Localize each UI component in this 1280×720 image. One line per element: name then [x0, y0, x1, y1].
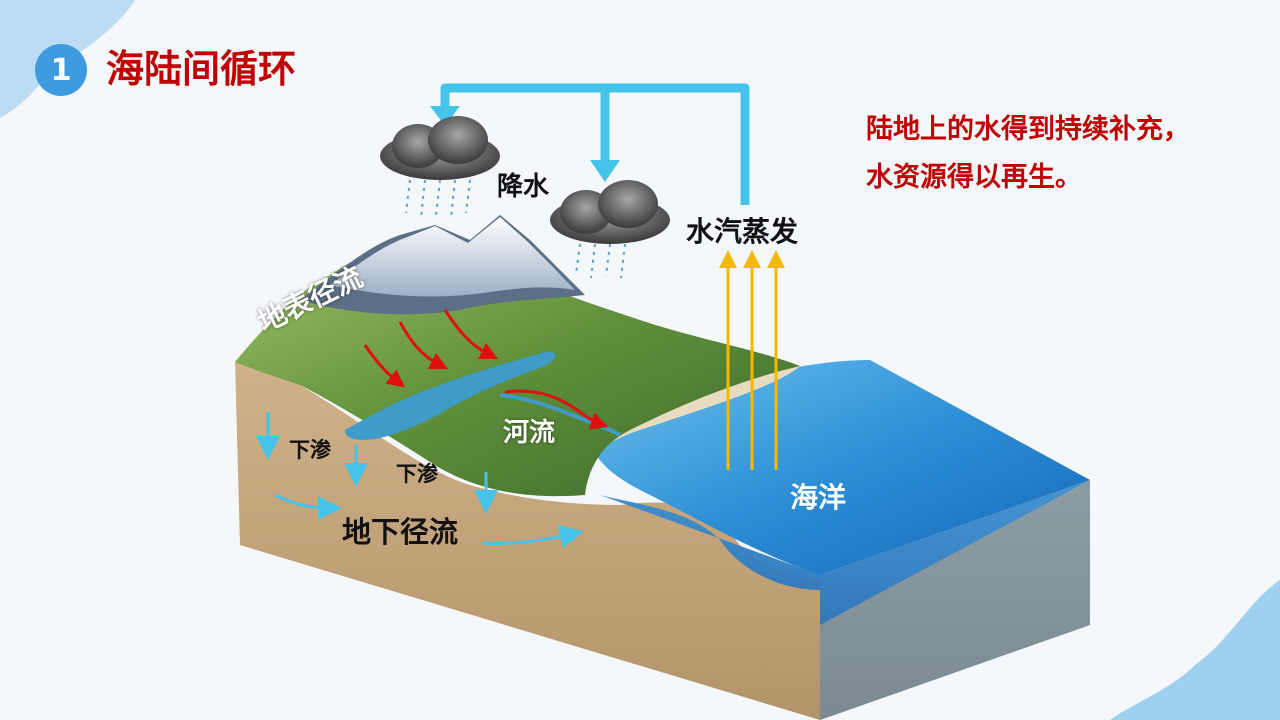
label-evaporation: 水汽蒸发 — [686, 215, 799, 248]
section-number-badge: 1 — [35, 44, 87, 96]
shoreline — [580, 366, 800, 470]
cycle-arrow-head-mid — [590, 160, 620, 182]
label-infiltration-1: 下渗 — [289, 438, 331, 462]
note-line-1: 陆地上的水得到持续补充， — [866, 114, 1190, 145]
runoff-arrows — [363, 309, 609, 430]
evaporation-arrows — [726, 262, 778, 470]
evaporation-arrow-head-1 — [719, 250, 737, 268]
cycle-arrow — [440, 83, 750, 205]
lake — [345, 351, 556, 440]
snow-cap — [330, 217, 575, 297]
note-line-2: 水资源得以再生。 — [866, 162, 1082, 193]
evaporation-arrow-head-2 — [743, 250, 761, 268]
label-infiltration-2: 下渗 — [396, 462, 438, 486]
evaporation-arrow-head-3 — [767, 250, 785, 268]
groundwater-arrows — [274, 493, 584, 549]
cloud-icon-1 — [380, 116, 500, 219]
label-river: 河流 — [503, 418, 556, 448]
cloud-icon-2 — [550, 180, 670, 279]
page-title: 海陆间循环 — [106, 47, 297, 91]
label-groundwater-runoff: 地下径流 — [342, 515, 459, 549]
ocean-surface — [590, 360, 1090, 575]
river — [499, 393, 622, 437]
cycle-arrow-head-left — [430, 106, 460, 126]
label-precipitation: 降水 — [497, 172, 550, 202]
sand-layer — [820, 480, 1090, 720]
corner-blob-bottom-right — [1110, 580, 1280, 720]
infiltration-arrows — [256, 412, 498, 514]
label-ocean: 海洋 — [790, 481, 847, 514]
